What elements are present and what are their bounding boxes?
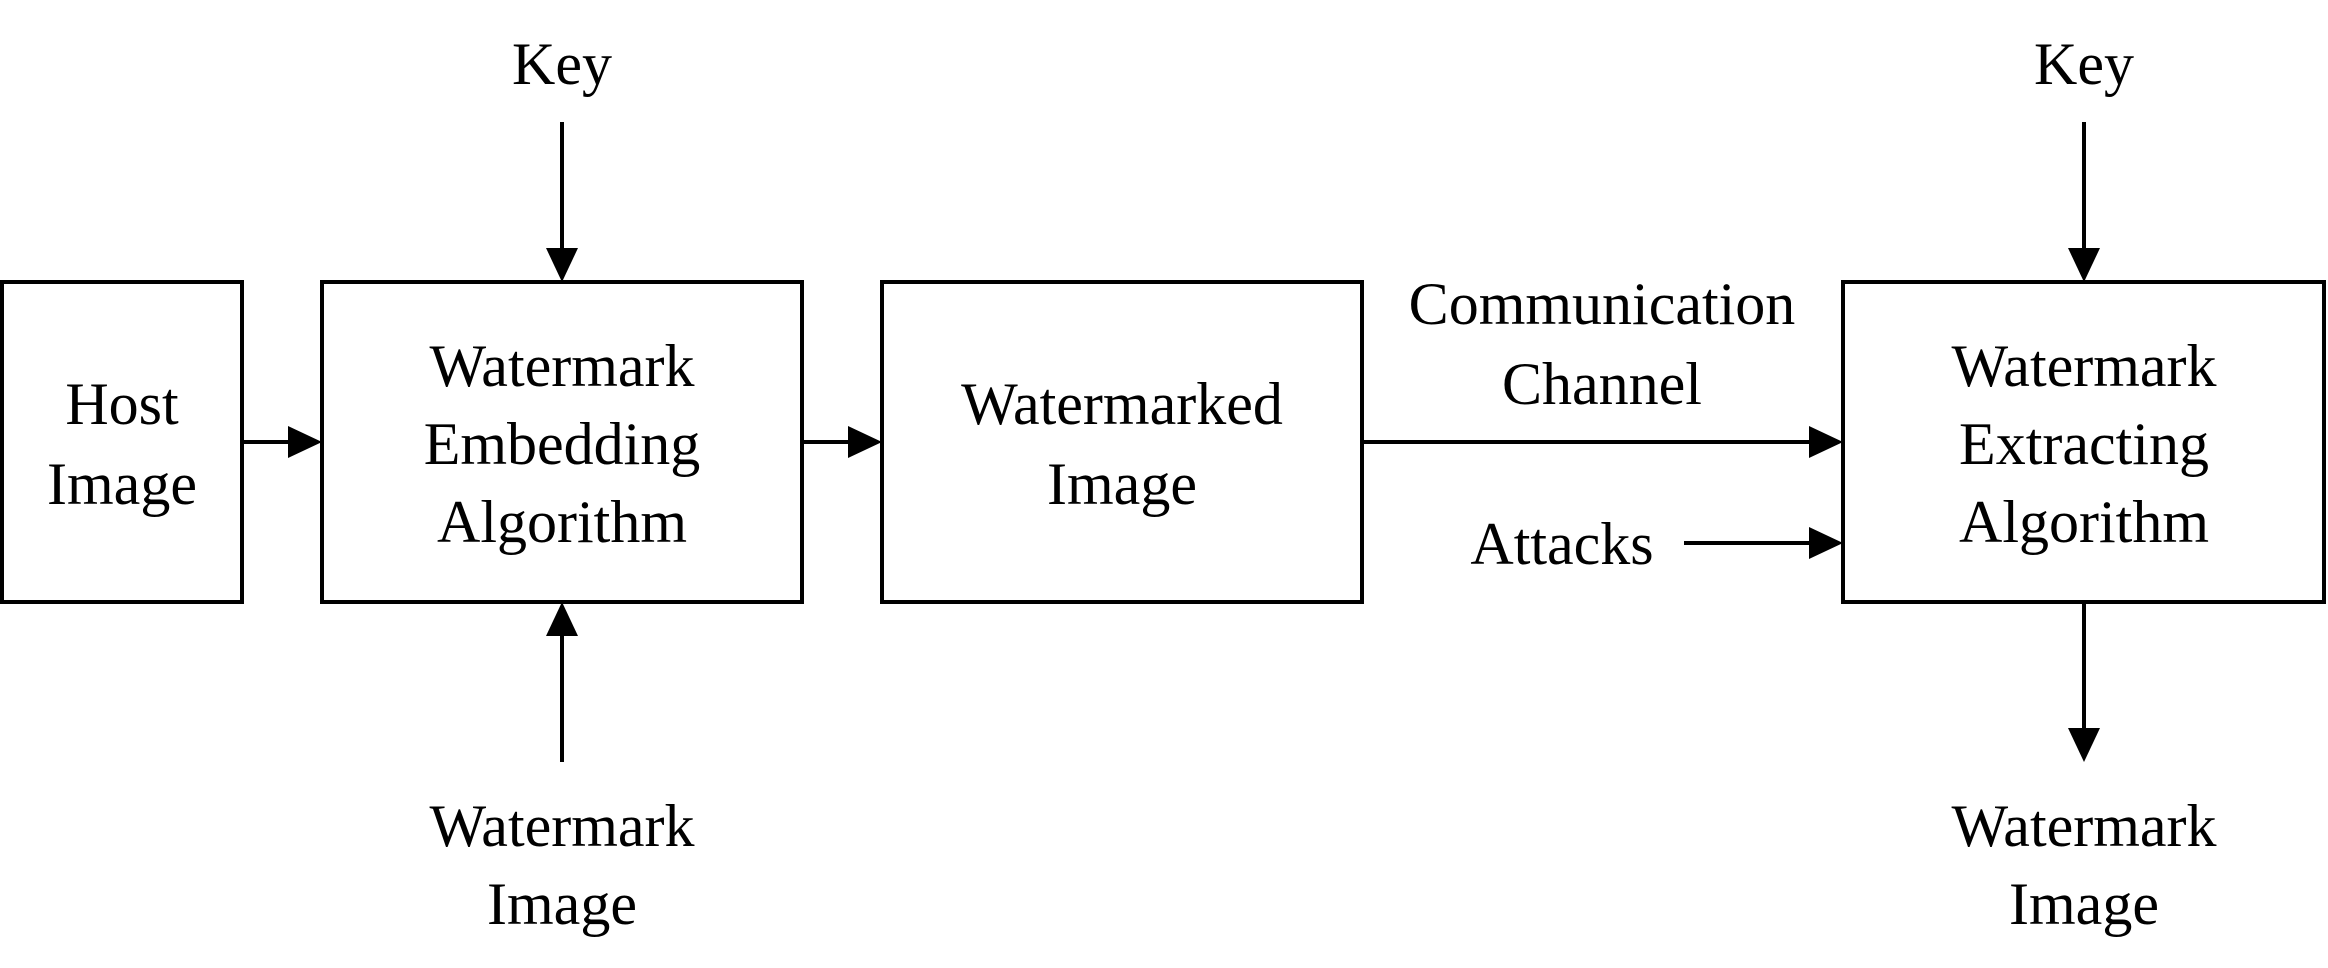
extracting-label-line1: Watermark <box>1951 333 2216 399</box>
host-image-label-line1: Host <box>65 371 179 437</box>
embedding-label-line2: Embedding <box>424 411 701 477</box>
extracting-label-line3: Algorithm <box>1959 489 2209 555</box>
arrowhead-watermark-to-embedding <box>546 602 578 636</box>
arrowhead-key-to-embedding <box>546 248 578 282</box>
extracting-algorithm-box <box>1841 280 2326 604</box>
arrowhead-embedding-to-watermarked <box>848 426 882 458</box>
host-image-label-line2: Image <box>47 451 197 517</box>
arrowhead-host-to-embedding <box>288 426 322 458</box>
host-image-box <box>0 280 244 604</box>
key-extract-label: Key <box>2034 31 2134 97</box>
embedding-label-line1: Watermark <box>429 333 694 399</box>
watermark-output-label-line2: Image <box>2009 871 2159 937</box>
watermarked-label-line1: Watermarked <box>961 371 1283 437</box>
watermarked-image-box <box>880 280 1364 604</box>
watermark-input-label-line2: Image <box>487 871 637 937</box>
arrowhead-extracting-to-watermark <box>2068 728 2100 762</box>
arrowhead-channel <box>1809 426 1843 458</box>
embedding-label-line3: Algorithm <box>437 489 687 555</box>
attacks-label: Attacks <box>1470 511 1653 577</box>
channel-label-line1: Communication <box>1409 271 1796 337</box>
channel-label-line2: Channel <box>1502 351 1702 417</box>
watermarked-label-line2: Image <box>1047 451 1197 517</box>
arrowhead-key-to-extracting <box>2068 248 2100 282</box>
watermark-input-label-line1: Watermark <box>429 793 694 859</box>
key-embed-label: Key <box>512 31 612 97</box>
arrowhead-attacks <box>1809 527 1843 559</box>
watermark-output-label-line1: Watermark <box>1951 793 2216 859</box>
embedding-algorithm-box <box>320 280 804 604</box>
extracting-label-line2: Extracting <box>1959 411 2209 477</box>
